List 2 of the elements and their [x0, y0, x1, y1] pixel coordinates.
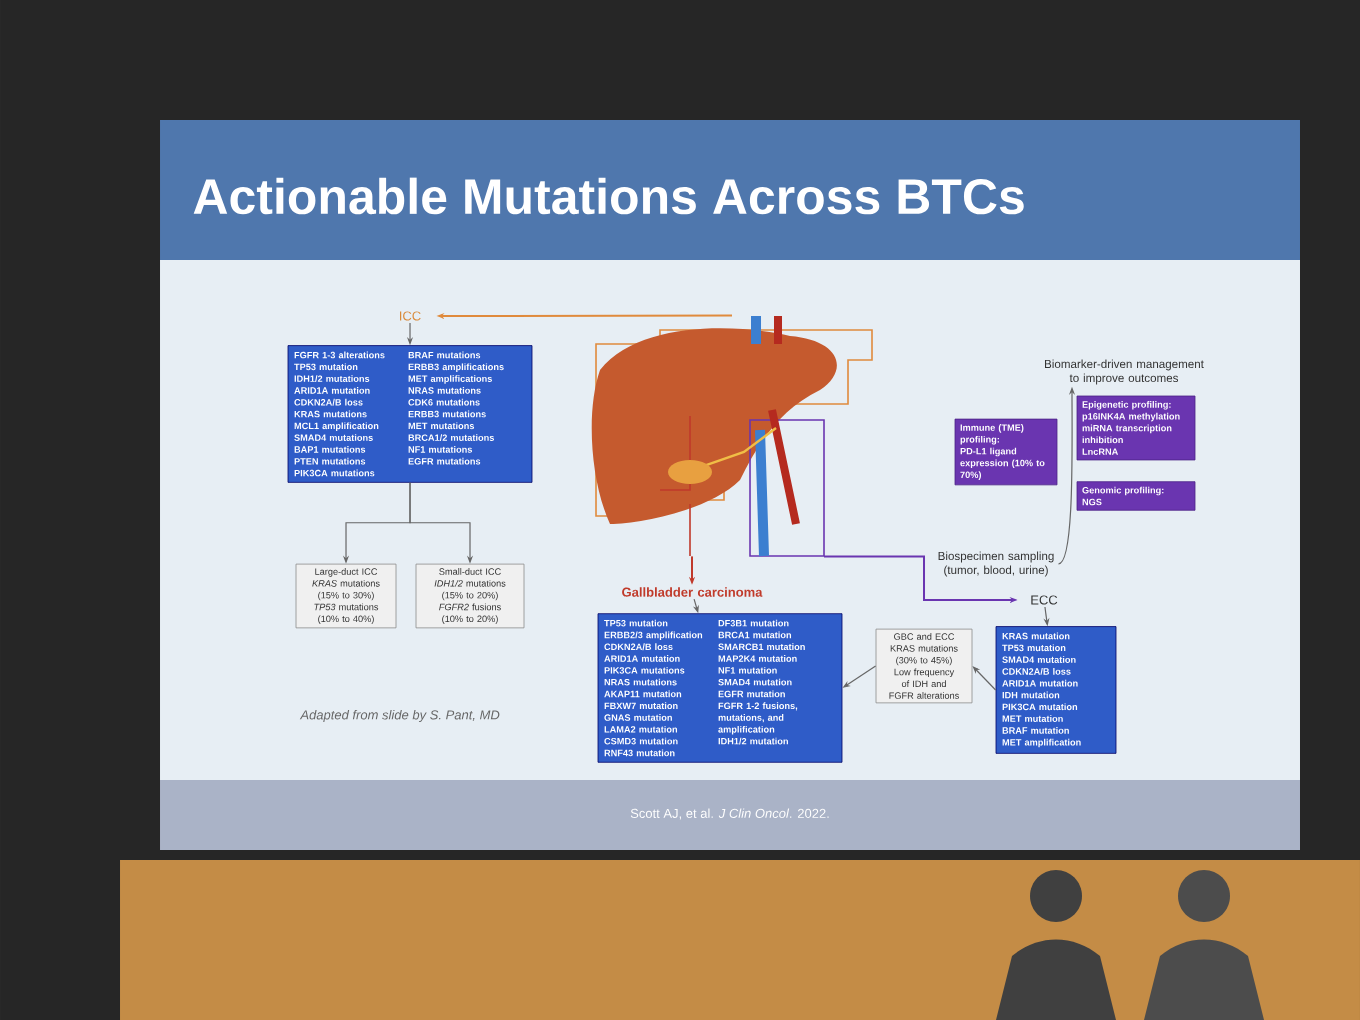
liver-drawing — [591, 311, 873, 561]
title-bar: Actionable Mutations Across BTCs — [160, 120, 1300, 260]
